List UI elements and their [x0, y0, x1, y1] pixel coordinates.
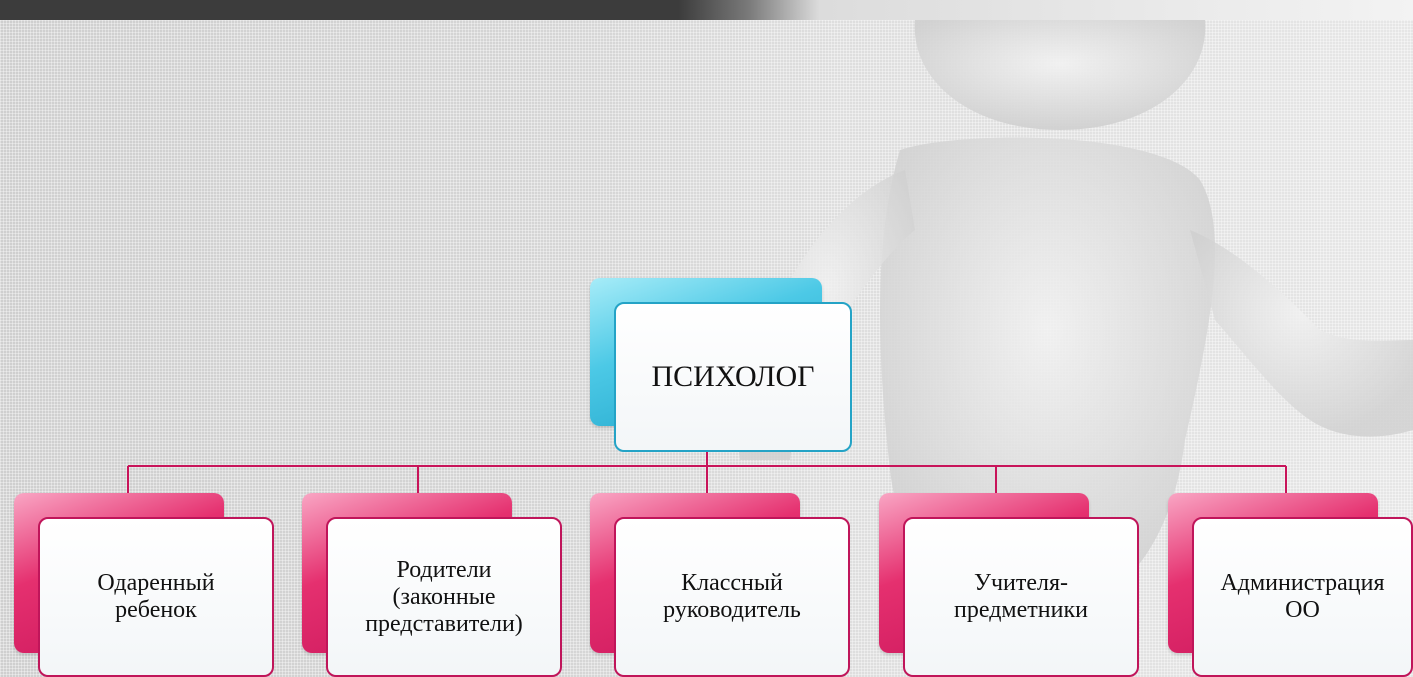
child-node-box: Одаренный ребенок [38, 517, 274, 677]
child-node-label: Администрация ОО [1220, 570, 1385, 623]
child-node-label: Учителя- предметники [954, 570, 1088, 623]
child-node-box: Классный руководитель [614, 517, 850, 677]
child-node-label: Родители (законные представители) [365, 556, 523, 637]
child-node-box: Родители (законные представители) [326, 517, 562, 677]
child-node-label: Одаренный ребенок [97, 570, 215, 623]
child-node-box: Учителя- предметники [903, 517, 1139, 677]
root-node-label: ПСИХОЛОГ [651, 360, 815, 393]
top-bar [0, 0, 1413, 20]
root-node-box: ПСИХОЛОГ [614, 302, 852, 452]
child-node-box: Администрация ОО [1192, 517, 1413, 677]
child-node-label: Классный руководитель [663, 570, 801, 623]
